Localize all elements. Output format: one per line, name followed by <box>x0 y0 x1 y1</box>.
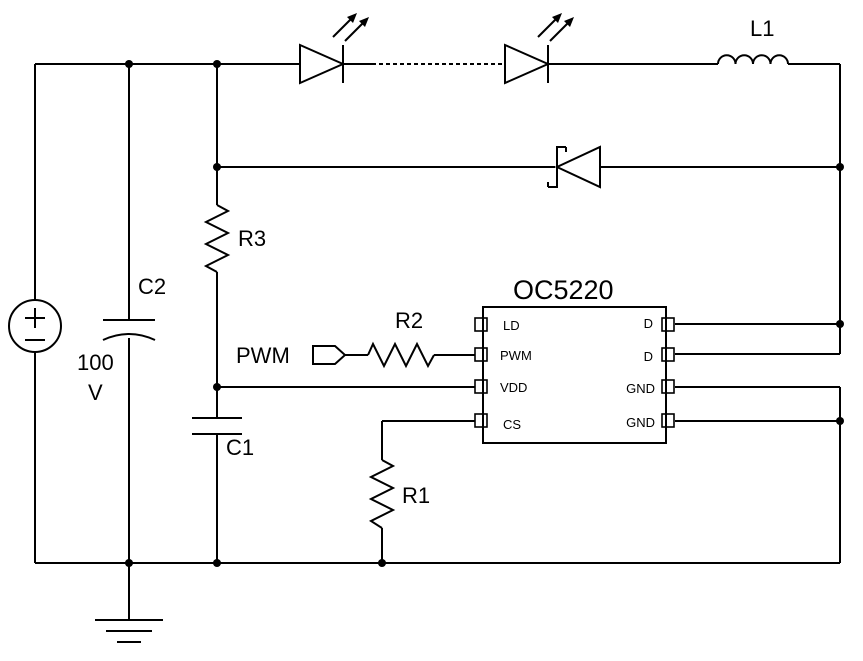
inductor-l1-icon <box>717 54 789 65</box>
pin-label-ld: LD <box>503 318 520 333</box>
l1-label: L1 <box>750 16 774 41</box>
r1-label: R1 <box>402 483 430 508</box>
pin-label-cs: CS <box>503 417 521 432</box>
r2-label: R2 <box>395 308 423 333</box>
pin-label-gnd-1: GND <box>626 381 655 396</box>
source-value-line-1: 100 <box>77 350 114 375</box>
c1-label: C1 <box>226 435 254 460</box>
led-1-icon <box>299 13 369 85</box>
c2-label: C2 <box>138 274 166 299</box>
resistor-r2-icon <box>367 341 435 369</box>
ic-title: OC5220 <box>513 275 614 305</box>
junction-dots <box>125 60 844 567</box>
voltage-source-icon <box>8 299 62 353</box>
pin-label-d-1: D <box>644 316 653 331</box>
source-value-line-2: V <box>88 380 103 405</box>
schottky-diode-icon <box>547 145 601 189</box>
resistor-r3-icon <box>203 204 231 273</box>
pwm-input-icon <box>312 345 347 365</box>
wires <box>34 63 841 620</box>
ground-icon <box>95 619 163 643</box>
capacitor-c2-icon <box>102 319 156 341</box>
pin-label-pwm: PWM <box>500 348 532 363</box>
ic-oc5220 <box>474 306 675 444</box>
pin-label-d-2: D <box>644 349 653 364</box>
pin-label-vdd: VDD <box>500 380 527 395</box>
capacitor-c1-icon <box>192 417 242 435</box>
pwm-label: PWM <box>236 343 290 368</box>
r3-label: R3 <box>238 226 266 251</box>
led-2-icon <box>504 13 574 85</box>
resistor-r1-icon <box>368 459 396 529</box>
pin-label-gnd-2: GND <box>626 415 655 430</box>
